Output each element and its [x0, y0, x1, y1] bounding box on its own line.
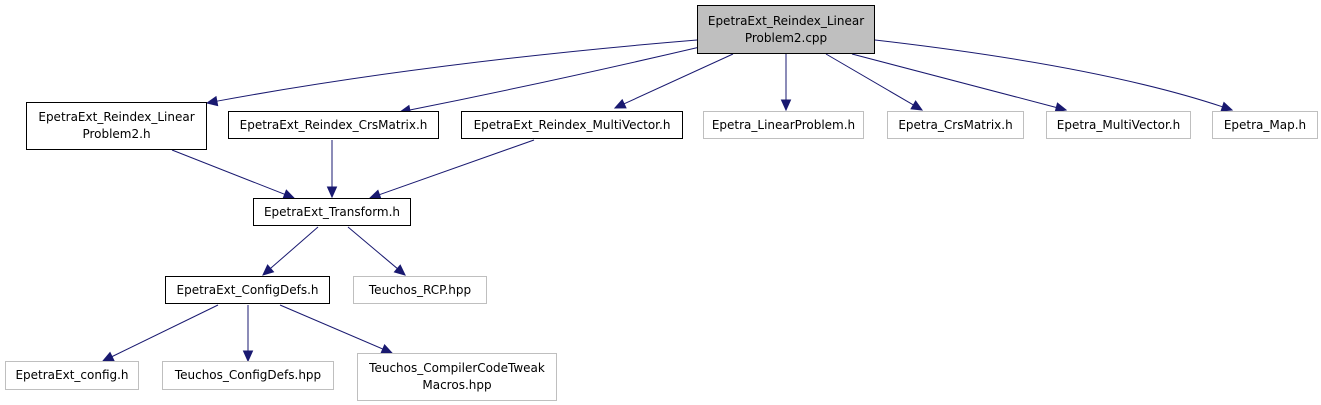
- arrowhead-icon: [242, 350, 254, 363]
- edge-line: [216, 39, 698, 102]
- edge-line: [379, 139, 535, 196]
- arrowhead-icon: [393, 264, 406, 276]
- edge-trans-to-rcp: [347, 226, 406, 276]
- node-transform-h[interactable]: EpetraExt_Transform.h: [253, 198, 411, 226]
- node-reindex-linearproblem2-h[interactable]: EpetraExt_Reindex_Linear Problem2.h: [26, 102, 207, 150]
- node-label: EpetraExt_Reindex_CrsMatrix.h: [239, 117, 428, 132]
- node-label: Epetra_MultiVector.h: [1056, 117, 1181, 132]
- node-label: EpetraExt_Reindex_Linear Problem2.h: [38, 110, 195, 141]
- edge-root-to-lp2h: [205, 39, 698, 107]
- edge-root-to-ecrs: [825, 53, 924, 111]
- arrowhead-icon: [1054, 102, 1068, 113]
- edge-line: [279, 304, 384, 350]
- edge-line: [171, 149, 285, 195]
- node-label: Teuchos_ConfigDefs.hpp: [174, 368, 322, 382]
- node-reindex-multivector-h[interactable]: EpetraExt_Reindex_MultiVector.h: [461, 111, 683, 139]
- edge-line: [409, 46, 701, 111]
- node-configdefs-h[interactable]: EpetraExt_ConfigDefs.h: [165, 276, 330, 304]
- arrowhead-icon: [1220, 101, 1234, 112]
- arrowhead-icon: [780, 99, 792, 112]
- node-epetra-linearproblem-h: Epetra_LinearProblem.h: [703, 111, 864, 139]
- node-teuchos-rcp-hpp: Teuchos_RCP.hpp: [353, 276, 487, 304]
- node-label: Teuchos_RCP.hpp: [368, 282, 472, 297]
- node-epetraext-config-h: EpetraExt_config.h: [5, 361, 139, 390]
- edge-line: [623, 53, 734, 105]
- node-root-file[interactable]: EpetraExt_Reindex_Linear Problem2.cpp: [697, 5, 875, 54]
- edge-root-to-elp: [780, 54, 792, 112]
- node-reindex-crsmatrix-h[interactable]: EpetraExt_Reindex_CrsMatrix.h: [228, 111, 439, 139]
- node-label: EpetraExt_ConfigDefs.h: [176, 282, 319, 297]
- node-label: EpetraExt_Reindex_Linear Problem2.cpp: [707, 13, 865, 45]
- arrowhead-icon: [205, 95, 219, 107]
- node-label: EpetraExt_config.h: [15, 368, 129, 382]
- node-teuchos-compilercodetweak-macros-hpp: Teuchos_CompilerCodeTweak Macros.hpp: [357, 353, 557, 401]
- edge-root-to-crs: [398, 46, 701, 116]
- edge-cfg-to-econf: [101, 304, 219, 362]
- node-label: EpetraExt_Reindex_MultiVector.h: [473, 117, 671, 132]
- edge-root-to-mv: [613, 53, 734, 109]
- arrowhead-icon: [262, 264, 275, 276]
- edge-line: [270, 226, 319, 269]
- node-label: Epetra_CrsMatrix.h: [898, 117, 1013, 132]
- edge-root-to-emap: [874, 39, 1234, 112]
- edge-line: [347, 226, 398, 269]
- arrowhead-icon: [380, 344, 394, 354]
- node-label: Epetra_Map.h: [1223, 117, 1307, 132]
- edge-mv-to-trans: [368, 139, 535, 200]
- edge-trans-to-cfg: [262, 226, 319, 276]
- arrowhead-icon: [101, 351, 115, 362]
- node-label: EpetraExt_Transform.h: [263, 204, 401, 219]
- node-epetra-crsmatrix-h: Epetra_CrsMatrix.h: [887, 111, 1024, 139]
- edge-line: [111, 304, 219, 358]
- arrowhead-icon: [326, 186, 338, 199]
- edge-cfg-to-tcfg: [242, 305, 254, 363]
- node-label: Teuchos_CompilerCodeTweak Macros.hpp: [369, 361, 545, 392]
- edge-line: [851, 53, 1057, 108]
- edge-root-to-emv: [851, 53, 1068, 113]
- node-teuchos-configdefs-hpp: Teuchos_ConfigDefs.hpp: [162, 361, 334, 390]
- edge-cfg-to-tcomp: [279, 304, 394, 354]
- edge-lp2h-to-trans: [171, 149, 296, 200]
- arrowhead-icon: [613, 98, 627, 109]
- edge-line: [825, 53, 914, 106]
- edge-crs-to-trans: [326, 140, 338, 199]
- arrowhead-icon: [910, 100, 924, 111]
- node-epetra-map-h: Epetra_Map.h: [1212, 111, 1318, 139]
- edge-line: [874, 39, 1223, 108]
- node-label: Epetra_LinearProblem.h: [711, 117, 856, 132]
- node-epetra-multivector-h: Epetra_MultiVector.h: [1046, 111, 1191, 139]
